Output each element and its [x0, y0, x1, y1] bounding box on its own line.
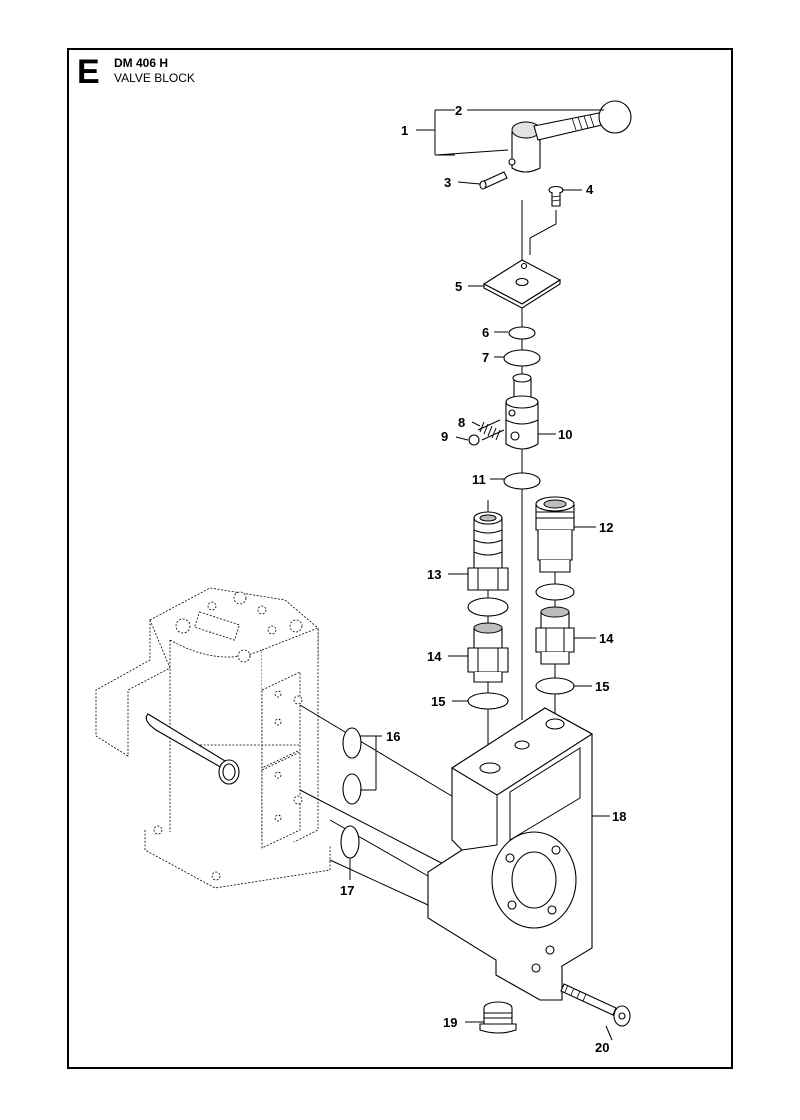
bolt-part-20 [560, 983, 631, 1027]
ball-part-9 [468, 434, 480, 446]
callout-3: 3 [444, 175, 451, 190]
callout-11: 11 [472, 472, 486, 487]
callout-5: 5 [455, 279, 462, 294]
coupling-part-13 [467, 511, 509, 591]
callout-14-left: 14 [427, 649, 442, 664]
callout-20: 20 [595, 1040, 609, 1055]
lever-part-2 [508, 100, 632, 173]
callout-9: 9 [441, 429, 448, 444]
valve-block-part-18 [427, 707, 594, 1001]
callout-10: 10 [558, 427, 572, 442]
callout-18: 18 [612, 809, 626, 824]
o-ring-part-17 [340, 825, 360, 859]
callout-19: 19 [443, 1015, 457, 1030]
o-ring-part-16 [342, 727, 362, 805]
o-ring-part-11 [503, 472, 541, 490]
pump-assembly-drawing [95, 587, 331, 889]
plate-part-5 [482, 259, 562, 309]
callout-4: 4 [586, 182, 594, 197]
o-ring-part-6 [508, 326, 536, 340]
nipple-part-14-left [467, 622, 509, 683]
callout-6: 6 [482, 325, 489, 340]
callout-14-right: 14 [599, 631, 614, 646]
callout-2: 2 [455, 103, 462, 118]
seal-ring-part-12-lower [535, 583, 575, 601]
callout-7: 7 [482, 350, 489, 365]
coupling-part-12 [535, 496, 575, 573]
pin-part-3 [479, 171, 508, 190]
callout-13: 13 [427, 567, 441, 582]
model-title: DM 406 H [114, 56, 169, 70]
callout-labels: 1 2 3 4 5 6 7 8 9 10 11 12 13 14 14 15 1… [340, 103, 626, 1055]
diagram-subtitle: VALVE BLOCK [114, 71, 195, 85]
valve-spool-part-10 [505, 373, 539, 450]
o-ring-part-7 [503, 349, 541, 367]
callout-17: 17 [340, 883, 354, 898]
seal-ring-part-13-lower [467, 597, 509, 617]
spring-part-8 [477, 419, 505, 441]
leader-lines [349, 109, 613, 1041]
section-letter: E [77, 53, 100, 91]
callout-1: 1 [401, 123, 408, 138]
plug-part-19 [479, 1001, 517, 1034]
seal-ring-part-15-left [467, 692, 509, 710]
seal-ring-part-15-right [535, 677, 575, 695]
callout-16: 16 [386, 729, 400, 744]
callout-15-right: 15 [595, 679, 609, 694]
callout-12: 12 [599, 520, 613, 535]
callout-15-left: 15 [431, 694, 445, 709]
page-frame [67, 48, 733, 1069]
screw-part-4 [529, 185, 564, 255]
callout-8: 8 [458, 415, 465, 430]
nipple-part-14-right [535, 606, 575, 665]
